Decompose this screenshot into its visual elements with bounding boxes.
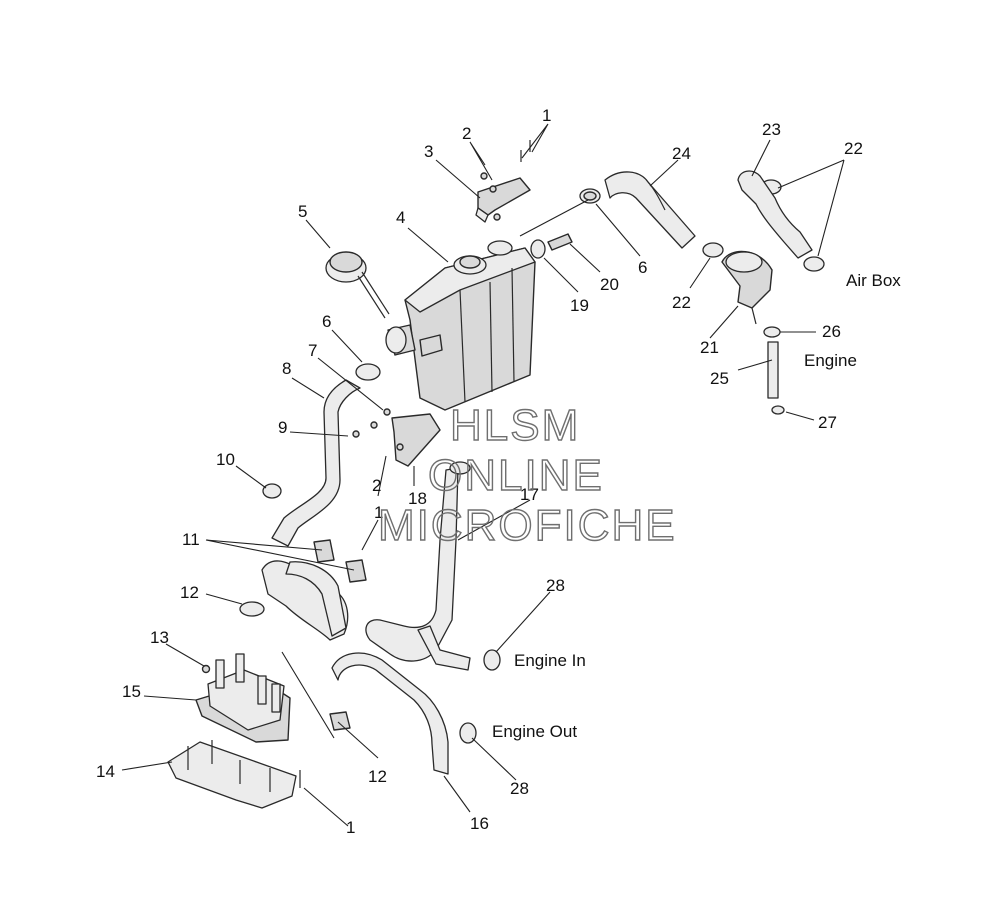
location-engine-in: Engine In — [514, 651, 586, 670]
callout-4: 4 — [396, 208, 405, 227]
callout-23: 23 — [762, 120, 781, 139]
callout-1: 1 — [374, 503, 383, 522]
grommet-12-lower — [329, 711, 351, 731]
hose-clips-11 — [313, 539, 367, 583]
leader-lines — [121, 123, 845, 827]
hose-17 — [365, 461, 471, 671]
callout-22: 22 — [672, 293, 691, 312]
spacer-and-stud — [530, 233, 573, 259]
callout-2: 2 — [462, 124, 471, 143]
reservoir-cap — [325, 251, 390, 319]
watermark-line-3: MICROFICHE — [378, 501, 677, 550]
callout-6: 6 — [638, 258, 647, 277]
grommet-12-upper — [239, 601, 265, 617]
mounting-bracket-lower — [352, 363, 441, 467]
engine-hose-25 — [763, 326, 785, 415]
hose-loop — [261, 560, 349, 641]
callout-6: 6 — [322, 312, 331, 331]
callout-1: 1 — [542, 106, 551, 125]
callout-25: 25 — [710, 369, 729, 388]
location-engine-out: Engine Out — [492, 722, 577, 741]
hose-23 — [737, 170, 813, 259]
watermark-line-1: HLSM — [450, 401, 580, 450]
callout-19: 19 — [570, 296, 589, 315]
callout-17: 17 — [520, 485, 539, 504]
callout-1: 1 — [346, 818, 355, 837]
callout-16: 16 — [470, 814, 489, 833]
callout-27: 27 — [818, 413, 837, 432]
callout-14: 14 — [96, 762, 115, 781]
hose-16 — [331, 652, 449, 775]
location-engine: Engine — [804, 351, 857, 370]
callout-7: 7 — [308, 341, 317, 360]
callout-26: 26 — [822, 322, 841, 341]
callout-20: 20 — [600, 275, 619, 294]
callout-21: 21 — [700, 338, 719, 357]
oil-cooler-assembly — [167, 653, 301, 809]
hose-8 — [271, 379, 361, 547]
callout-28: 28 — [510, 779, 529, 798]
callout-11: 11 — [182, 530, 200, 549]
callout-2: 2 — [372, 476, 381, 495]
callout-9: 9 — [278, 418, 287, 437]
location-labels: Air Box Engine Engine In Engine Out — [492, 271, 901, 741]
watermark-line-2: ONLINE — [428, 451, 604, 500]
watermark: HLSM ONLINE MICROFICHE — [377, 400, 677, 550]
coolant-fitting-21 — [721, 250, 773, 325]
callout-8: 8 — [282, 359, 291, 378]
location-air-box: Air Box — [846, 271, 901, 290]
hose-24 — [604, 171, 696, 249]
callout-labels: 1 2 3 4 5 6 6 7 8 9 10 11 12 12 13 14 15… — [96, 106, 863, 837]
callout-3: 3 — [424, 142, 433, 161]
callout-24: 24 — [672, 144, 691, 163]
hose-clamp-10 — [262, 483, 282, 499]
callout-10: 10 — [216, 450, 235, 469]
callout-12: 12 — [180, 583, 199, 602]
callout-18: 18 — [408, 489, 427, 508]
mounting-bracket-upper — [475, 140, 531, 223]
callout-15: 15 — [122, 682, 141, 701]
coolant-reservoir-tank — [385, 240, 536, 411]
callout-28: 28 — [546, 576, 565, 595]
callout-13: 13 — [150, 628, 169, 647]
callout-22: 22 — [844, 139, 863, 158]
callout-5: 5 — [298, 202, 307, 221]
hose-clamp-upper — [579, 188, 601, 204]
callout-12: 12 — [368, 767, 387, 786]
